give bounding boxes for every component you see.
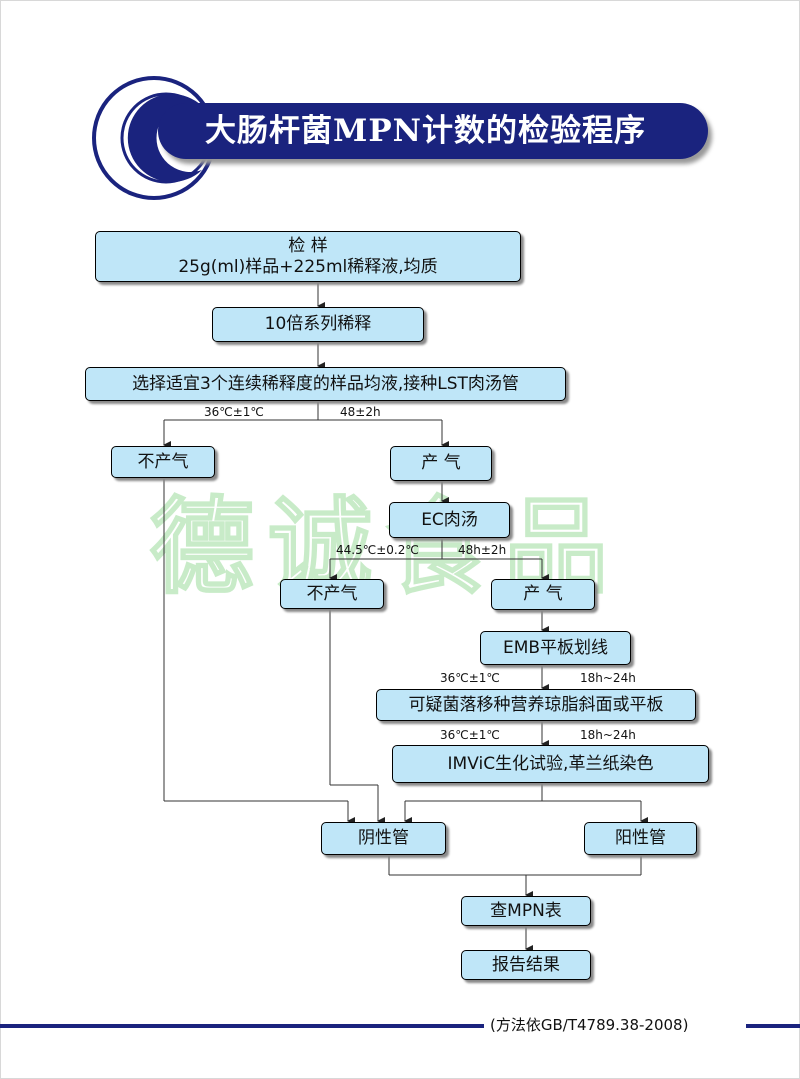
no-gas-box-2: 不产气 bbox=[280, 579, 384, 609]
page-title: 大肠杆菌MPN计数的检验程序 bbox=[205, 113, 646, 149]
emb-box: EMB平板划线 bbox=[480, 631, 631, 665]
positive-box: 阳性管 bbox=[584, 822, 697, 855]
condition-1-temp: 36℃±1℃ bbox=[204, 405, 264, 419]
title-bar bbox=[158, 103, 708, 159]
transfer-box: 可疑菌落移种营养琼脂斜面或平板 bbox=[376, 689, 696, 721]
condition-4-time: 18h~24h bbox=[580, 728, 636, 742]
mpn-table-box: 查MPN表 bbox=[461, 896, 591, 926]
condition-2-time: 48h±2h bbox=[458, 543, 507, 557]
sample-description: 25g(ml)样品+225ml稀释液,均质 bbox=[178, 256, 438, 277]
imvic-box: IMViC生化试验,革兰纸染色 bbox=[392, 745, 709, 783]
gas-box-2: 产 气 bbox=[491, 579, 595, 610]
dilution-box: 10倍系列稀释 bbox=[212, 307, 424, 342]
sample-box: 检 样 25g(ml)样品+225ml稀释液,均质 bbox=[95, 231, 521, 282]
report-box: 报告结果 bbox=[461, 950, 591, 980]
ec-broth-box: EC肉汤 bbox=[389, 502, 510, 538]
footer-method: (方法依GB/T4789.38-2008) bbox=[490, 1016, 689, 1034]
no-gas-box-1: 不产气 bbox=[111, 446, 215, 478]
gas-box-1: 产 气 bbox=[390, 446, 492, 481]
condition-2-temp: 44.5℃±0.2℃ bbox=[336, 543, 419, 557]
condition-4-temp: 36℃±1℃ bbox=[440, 728, 500, 742]
condition-3-time: 18h~24h bbox=[580, 671, 636, 685]
condition-1-time: 48±2h bbox=[340, 405, 381, 419]
inoculate-box: 选择适宜3个连续稀释度的样品均液,接种LST肉汤管 bbox=[85, 367, 566, 401]
condition-3-temp: 36℃±1℃ bbox=[440, 671, 500, 685]
footer-line-left bbox=[0, 1024, 484, 1028]
negative-box: 阴性管 bbox=[321, 822, 446, 855]
sample-title: 检 样 bbox=[288, 235, 328, 256]
footer-line-right bbox=[746, 1024, 800, 1028]
